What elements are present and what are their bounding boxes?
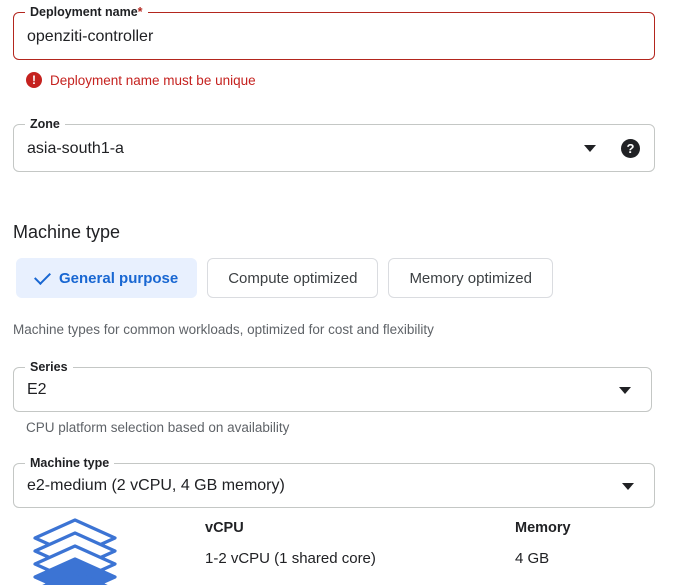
- chip-label: General purpose: [59, 269, 179, 287]
- error-message: Deployment name must be unique: [50, 72, 256, 88]
- zone-field[interactable]: Zone asia-south1-a ?: [13, 117, 655, 172]
- series-value: E2: [27, 381, 47, 398]
- check-icon: [34, 267, 51, 285]
- series-field[interactable]: Series E2: [13, 360, 652, 412]
- deployment-name-field[interactable]: Deployment name* openziti-controller: [13, 5, 655, 60]
- chip-label: Compute optimized: [228, 269, 358, 287]
- chip-label: Memory optimized: [409, 269, 532, 287]
- zone-value: asia-south1-a: [27, 140, 124, 157]
- chevron-down-icon[interactable]: [622, 483, 634, 490]
- deployment-name-label: Deployment name*: [25, 5, 148, 20]
- spec-value-vcpu: 1-2 vCPU (1 shared core): [205, 550, 376, 567]
- chevron-down-icon[interactable]: [619, 387, 631, 394]
- spec-value-memory: 4 GB: [515, 550, 550, 567]
- spec-header-vcpu: vCPU: [205, 520, 244, 536]
- machine-family-chip-group: General purpose Compute optimized Memory…: [16, 258, 553, 298]
- series-helper-text: CPU platform selection based on availabi…: [26, 420, 290, 435]
- spec-header-memory: Memory: [515, 520, 571, 536]
- deployment-name-error: ! Deployment name must be unique: [26, 72, 256, 88]
- deployment-name-input[interactable]: openziti-controller: [27, 28, 154, 45]
- chip-compute-optimized[interactable]: Compute optimized: [207, 258, 379, 298]
- error-exclamation-icon: !: [26, 72, 42, 88]
- machine-type-heading: Machine type: [13, 222, 121, 242]
- zone-label: Zone: [25, 117, 65, 132]
- stacked-layers-icon: [33, 518, 117, 585]
- required-asterisk: *: [137, 5, 143, 19]
- series-label: Series: [25, 360, 73, 375]
- chevron-down-icon[interactable]: [584, 145, 596, 152]
- machine-type-value: e2-medium (2 vCPU, 4 GB memory): [27, 477, 285, 494]
- machine-type-field[interactable]: Machine type e2-medium (2 vCPU, 4 GB mem…: [13, 456, 655, 508]
- chip-memory-optimized[interactable]: Memory optimized: [388, 258, 553, 298]
- help-question-icon[interactable]: ?: [621, 139, 640, 158]
- machine-type-label: Machine type: [25, 456, 115, 471]
- chip-general-purpose[interactable]: General purpose: [16, 258, 198, 298]
- chip-helper-text: Machine types for common workloads, opti…: [13, 322, 434, 337]
